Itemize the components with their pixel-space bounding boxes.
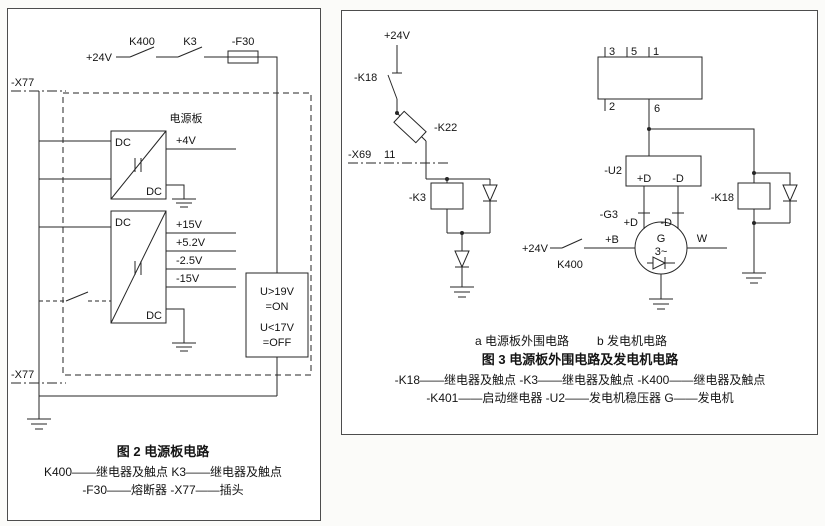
fig3-generator-letter: G: [657, 233, 666, 245]
fig3-k400-contact-arm: [561, 238, 583, 249]
fig3-relay-pin-stubs: [604, 47, 650, 117]
fig2-dcdc1-box: [110, 130, 167, 200]
fig3-k401-relay-box: [597, 56, 703, 100]
fig3-legend-line1: -K18——继电器及触点 -K3——继电器及触点 -K400——继电器及触点: [395, 373, 766, 387]
fig3-u2-minus-d-label: -D: [672, 173, 684, 185]
fig3-pin5-label: 5: [631, 46, 637, 58]
fig2-out-2v5n-label: -2.5V: [176, 255, 203, 267]
fig2-u-off-line2: =OFF: [263, 337, 292, 349]
fig3-u2-plus-d-label: +D: [637, 173, 651, 185]
fig2-k400-label: K400: [129, 36, 155, 48]
fig3-k18-contact-label: -K18: [354, 72, 377, 84]
fig2-u-off-line1: U<17V: [260, 322, 295, 334]
fig2-out-15vn-label: -15V: [176, 273, 200, 285]
fig3-ground-b-icon: [742, 272, 766, 284]
fig3-b-terminal-label: +B: [605, 234, 619, 246]
fig2-ground-dcdc2-icon: [172, 342, 196, 352]
fig3-caption-a: a 电源板外围电路: [475, 333, 569, 348]
fig2-dcdc2-box: [110, 210, 167, 324]
fig3-g3-label: -G3: [600, 209, 618, 221]
fig2-legend-line2: -F30——熔断器 -X77——插头: [82, 482, 243, 497]
fig2-voltage-monitor-box: [245, 272, 309, 358]
fig3-g3-minus-d-label: -D: [660, 217, 672, 229]
fig3-k3-label: -K3: [409, 192, 426, 204]
fig3-w-terminal-label: W: [697, 233, 708, 245]
fig3-pin11-label: 11: [384, 149, 395, 161]
fig3-x69-label: -X69: [348, 149, 371, 161]
fig2-dcdc2-wires: [39, 226, 236, 343]
fig2-f30-label: -F30: [232, 36, 255, 48]
fig3-generator-phase: 3~: [655, 246, 668, 258]
fig3-junction-dot-6: [752, 221, 756, 225]
fig3-diode1-icon: [482, 184, 498, 203]
fig3-u2-regulator-box: [625, 155, 702, 187]
fig3-k18-branch-wire: [392, 45, 402, 113]
fig3-g3-plus-d-label: +D: [624, 217, 638, 229]
fig2-dcdc2-diagonal: [110, 210, 167, 324]
fig3-caption-b: b 发电机电路: [597, 333, 667, 348]
fig2-supply-rail-wire: [39, 56, 278, 397]
fig2-caption: 图 2 电源板电路: [117, 444, 210, 459]
fig2-k3-label: K3: [183, 36, 196, 48]
fig3-k18-contact-arm: [387, 74, 398, 100]
fig3-pin1-label: 1: [653, 46, 659, 58]
fig3-generator-ground-icon: [649, 274, 673, 310]
fig2-x77-top-label: -X77: [11, 77, 34, 89]
fig3-junction-dot-4: [647, 127, 651, 131]
fig3-k3-coil-symbol: [430, 182, 464, 210]
fig3-diode3-icon: [782, 184, 798, 203]
fig2-board-outline: [62, 92, 312, 376]
fig3-k18-coil-symbol: [737, 182, 771, 210]
fig3-generator-diode-icon: [652, 256, 667, 270]
fig3-u2-label: -U2: [604, 165, 622, 177]
fig2-board-label: 电源板: [170, 111, 203, 125]
fig3-k22-label: -K22: [434, 122, 457, 134]
figure2-schematic: +24V K400 K3 -F30 -X77 -X77 电源板 DC DC DC…: [11, 36, 312, 497]
figure3-schematic: +24V -K18 -K22 -X69 11 -K3 3 5 1 2 6 -U2…: [348, 30, 798, 405]
fig2-dcdc2-out-label: DC: [146, 310, 162, 322]
figure3-panel: +24V -K18 -K22 -X69 11 -K3 3 5 1 2 6 -U2…: [341, 10, 818, 435]
fig2-dcdc1-out-label: DC: [146, 186, 162, 198]
fig3-pin3-label: 3: [609, 46, 615, 58]
fig3-k18-coil-label: -K18: [711, 192, 734, 204]
fig3-excitation-wires: [638, 186, 684, 229]
fig2-out-5v2-label: +5.2V: [176, 237, 206, 249]
fig2-k400-contact-arm: [129, 46, 155, 58]
fig3-k400-label: K400: [557, 259, 583, 271]
fig3-pin6-wire: [648, 117, 755, 183]
fig2-legend-line1: K400——继电器及触点 K3——继电器及触点: [44, 465, 282, 479]
fig2-fuse-symbol: [227, 50, 259, 64]
fig2-u-on-line1: U>19V: [260, 286, 295, 298]
fig2-k3-contact-arm: [177, 46, 203, 58]
fig2-out-15vp-label: +15V: [176, 219, 203, 231]
fig2-dcdc1-wires: [39, 140, 236, 199]
fig2-x77-bottom-label: -X77: [11, 369, 34, 381]
fig3-pin6-label: 6: [654, 103, 660, 115]
fig3-caption: 图 3 电源板外围电路及发电机电路: [482, 352, 679, 367]
fig2-dcdc1-diagonal: [110, 130, 167, 200]
fig2-supply-label: +24V: [86, 52, 113, 64]
fig3-junction-dot-3: [460, 231, 464, 235]
fig3-ground-a-icon: [450, 286, 474, 298]
fig2-dcdc1-in-label: DC: [115, 137, 131, 149]
fig3-legend-line2: -K401——启动继电器 -U2——发电机稳压器 G——发电机: [426, 390, 733, 405]
fig3-supply-b-label: +24V: [522, 243, 549, 255]
fig2-ground-left-icon: [27, 418, 51, 430]
fig3-k18-diode-wires: [753, 172, 791, 273]
fig3-k3-diode-wires: [446, 179, 491, 287]
fig2-out-4v-label: +4V: [176, 135, 197, 147]
fig3-diode2-icon: [454, 250, 470, 269]
fig2-dcdc2-in-label: DC: [115, 217, 131, 229]
fig3-pin2-label: 2: [609, 101, 615, 113]
fig3-generator-diode-leads: [647, 257, 675, 269]
fig3-supply-a-label: +24V: [384, 30, 411, 42]
fig2-ground-dcdc1-icon: [172, 198, 196, 208]
figure2-panel: +24V K400 K3 -F30 -X77 -X77 电源板 DC DC DC…: [7, 8, 321, 521]
fig3-k22-coil-symbol: [393, 110, 427, 144]
fig2-control-contact-arm: [65, 291, 89, 302]
fig2-u-on-line2: =ON: [266, 301, 289, 313]
